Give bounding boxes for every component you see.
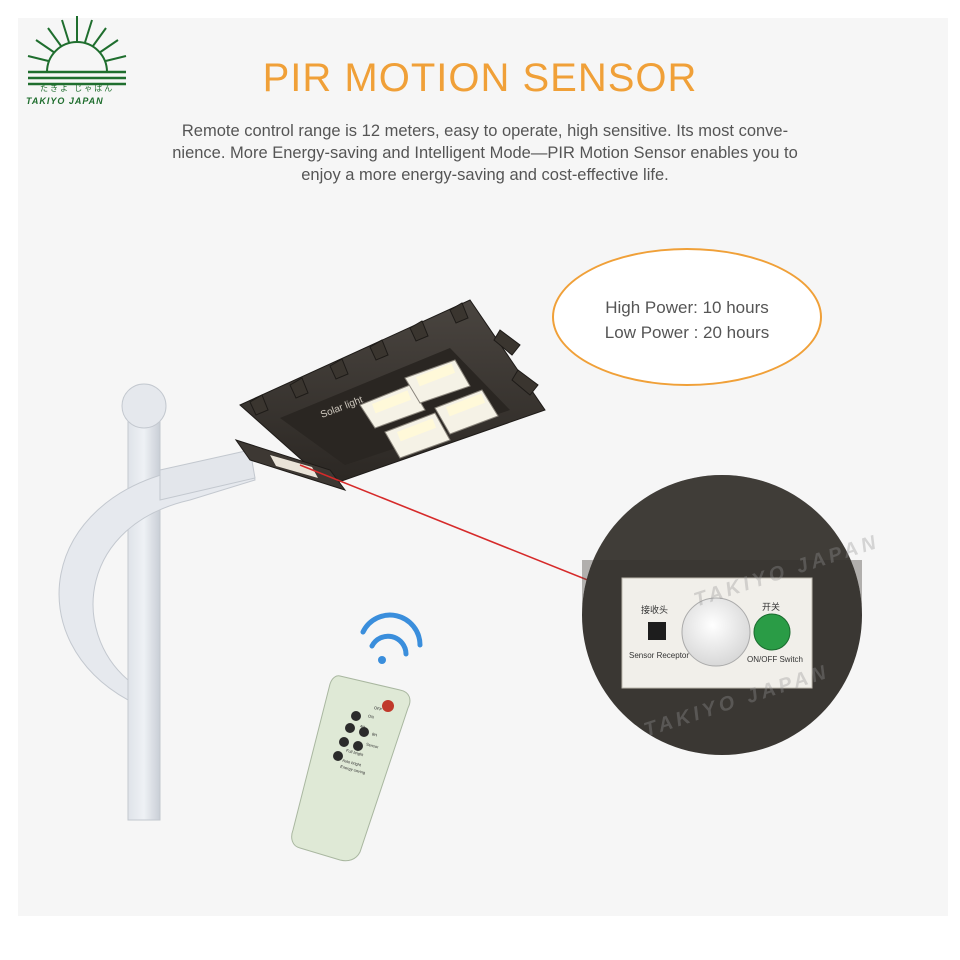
sensor-receptor-label: Sensor Receptor [629, 651, 690, 660]
switch-cn-label: 开关 [762, 602, 781, 612]
receiver-cn-label: 接收头 [641, 605, 669, 615]
description-line: Remote control range is 12 meters, easy … [181, 122, 789, 140]
brand-name: TAKIYO JAPAN [26, 96, 104, 106]
sensor-closeup [582, 475, 862, 755]
description: Remote control range is 12 meters, easy … [100, 120, 870, 186]
description-line: nience. More Energy-saving and Intellige… [172, 144, 798, 162]
brand-logo-sun-icon [27, 16, 127, 86]
remote-control [291, 675, 411, 862]
solar-street-lamp [234, 299, 546, 491]
street-pole [58, 383, 256, 821]
brand-kana: たきよ じゃぱん [40, 84, 115, 93]
low-power-text: Low Power : 20 hours [604, 323, 770, 342]
on-off-switch-label: ON/OFF Switch [747, 655, 804, 664]
high-power-text: High Power: 10 hours [605, 298, 769, 317]
description-line: enjoy a more energy-saving and cost-effe… [301, 166, 669, 184]
page-title: PIR MOTION SENSOR [262, 56, 698, 100]
battery-callout: High Power: 10 hours Low Power : 20 hour… [552, 248, 822, 386]
wireless-signal-icon [360, 612, 423, 664]
